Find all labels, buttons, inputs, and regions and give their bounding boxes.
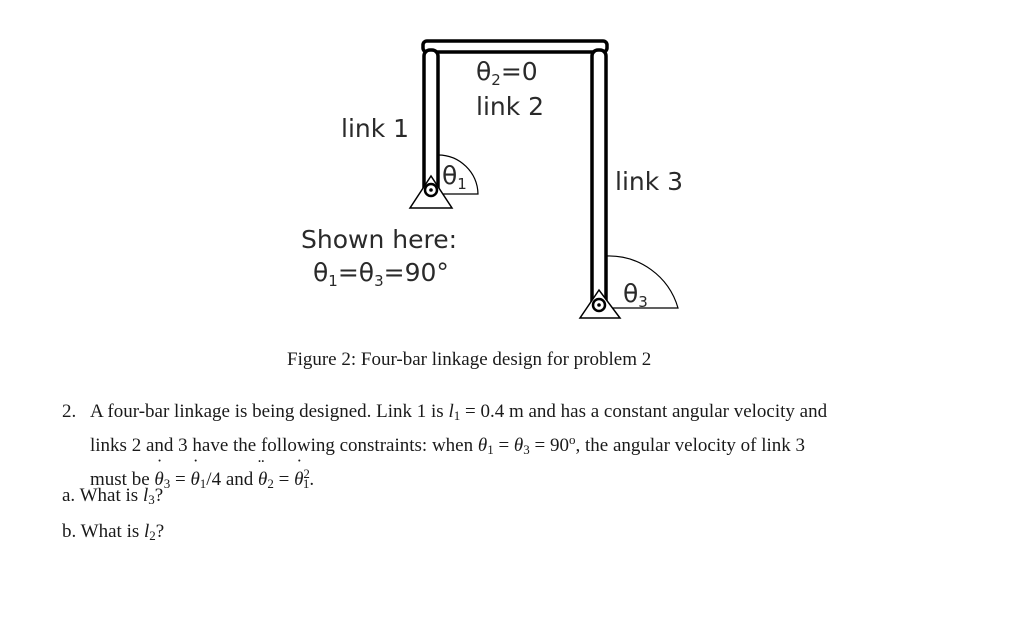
link-3-label: link 3 (615, 167, 684, 196)
four-bar-linkage-figure: θ2=0 link 2 link 1 θ1 link 3 Shown here:… (301, 39, 684, 319)
link-1-label: link 1 (341, 114, 410, 143)
figure-caption: Figure 2: Four-bar linkage design for pr… (287, 349, 652, 370)
ground-pivot-3 (578, 288, 622, 319)
part-a: a. What is l3? (62, 485, 164, 507)
link-2-label: link 2 (476, 92, 545, 121)
problem-body: A four-bar linkage is being designed. Li… (90, 400, 982, 496)
ground-pivot-1 (408, 174, 454, 209)
theta3-arc (605, 255, 679, 309)
problem-parts: a. What is l3? b. What is l2? (62, 485, 164, 557)
problem-line-2: links 2 and 3 have the following constra… (90, 432, 806, 457)
part-b: b. What is l2? (62, 521, 165, 543)
problem-line-3: must be θ3 = θ1/4 and θ2 = θ21. (90, 455, 982, 496)
state-angles-label: θ1=θ3=90° (313, 258, 449, 290)
problem-number: 2. (62, 401, 77, 422)
linkage-diagram (408, 39, 679, 319)
theta1-arc (437, 154, 479, 195)
link-3-bar (590, 48, 608, 317)
shown-here-label: Shown here: (301, 225, 458, 254)
link-1-bar (422, 48, 440, 196)
theta2-label: θ2=0 (476, 57, 538, 89)
theta1-label: θ1 (442, 161, 467, 193)
link-2-bar (421, 39, 609, 54)
problem-statement: 2. A four-bar linkage is being designed.… (62, 400, 982, 496)
problem-line-1: A four-bar linkage is being designed. Li… (90, 401, 828, 423)
theta3-label: θ3 (623, 279, 648, 311)
